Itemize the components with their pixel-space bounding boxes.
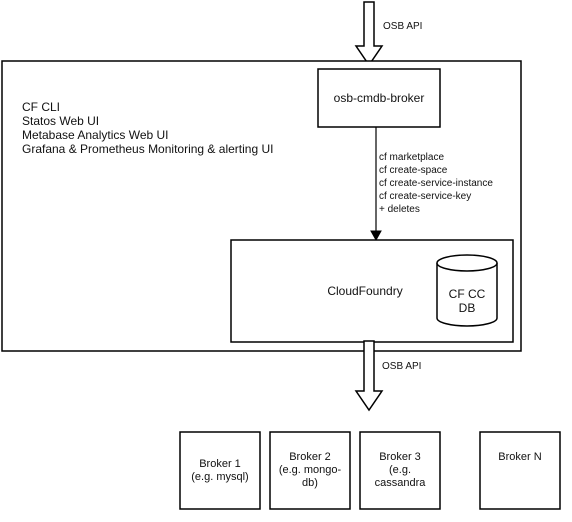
cf-command-list: cf marketplace cf create-space cf create… bbox=[379, 152, 493, 215]
client-cf-cli: CF CLI bbox=[22, 100, 60, 114]
broker-box-n: Broker N bbox=[479, 431, 561, 510]
broker-box-3: Broker 3 (e.g. cassandra bbox=[359, 431, 441, 510]
cf-command-create-service-key: cf create-service-key bbox=[379, 191, 471, 202]
broker-box-2: Broker 2 (e.g. mongo- db) bbox=[269, 431, 351, 510]
osb-api-bottom-label: OSB API bbox=[382, 361, 421, 372]
client-list: CF CLI Statos Web UI Metabase Analytics … bbox=[22, 100, 273, 156]
broker-2-example-line1: (e.g. mongo- bbox=[279, 464, 342, 476]
broker-2-example-line2: db) bbox=[302, 477, 318, 489]
osb-cmdb-broker-label: osb-cmdb-broker bbox=[334, 91, 425, 105]
broker-3-example-line1: (e.g. bbox=[389, 464, 411, 476]
cf-command-create-service-instance: cf create-service-instance bbox=[379, 178, 493, 189]
broker-to-cf-arrow-head bbox=[370, 230, 382, 242]
broker-3-name: Broker 3 bbox=[379, 451, 421, 463]
broker-1-name: Broker 1 bbox=[199, 458, 241, 470]
client-grafana-prometheus-ui: Grafana & Prometheus Monitoring & alerti… bbox=[22, 142, 273, 156]
broker-1-example: (e.g. mysql) bbox=[191, 471, 248, 483]
client-metabase-web-ui: Metabase Analytics Web UI bbox=[22, 128, 169, 142]
cloudfoundry-label: CloudFoundry bbox=[327, 284, 402, 298]
cf-command-marketplace: cf marketplace bbox=[379, 152, 444, 163]
osb-api-bottom-arrow bbox=[354, 340, 384, 412]
broker-3-example-line2: cassandra bbox=[375, 477, 427, 489]
cf-cc-db-cylinder-icon bbox=[436, 254, 498, 327]
broker-2-name: Broker 2 bbox=[289, 451, 331, 463]
cf-command-create-space: cf create-space bbox=[379, 165, 448, 176]
broker-n-name: Broker N bbox=[498, 451, 541, 463]
client-statos-web-ui: Statos Web UI bbox=[22, 114, 99, 128]
osb-api-top-arrow bbox=[354, 1, 384, 67]
osb-cmdb-broker-box bbox=[317, 68, 441, 128]
broker-box-1: Broker 1 (e.g. mysql) bbox=[179, 431, 261, 510]
cf-cc-db-label-line1: CF CC bbox=[449, 287, 486, 301]
cf-command-deletes: + deletes bbox=[379, 204, 420, 215]
cf-cc-db-label-line2: DB bbox=[459, 301, 476, 315]
osb-api-top-label: OSB API bbox=[383, 21, 422, 32]
